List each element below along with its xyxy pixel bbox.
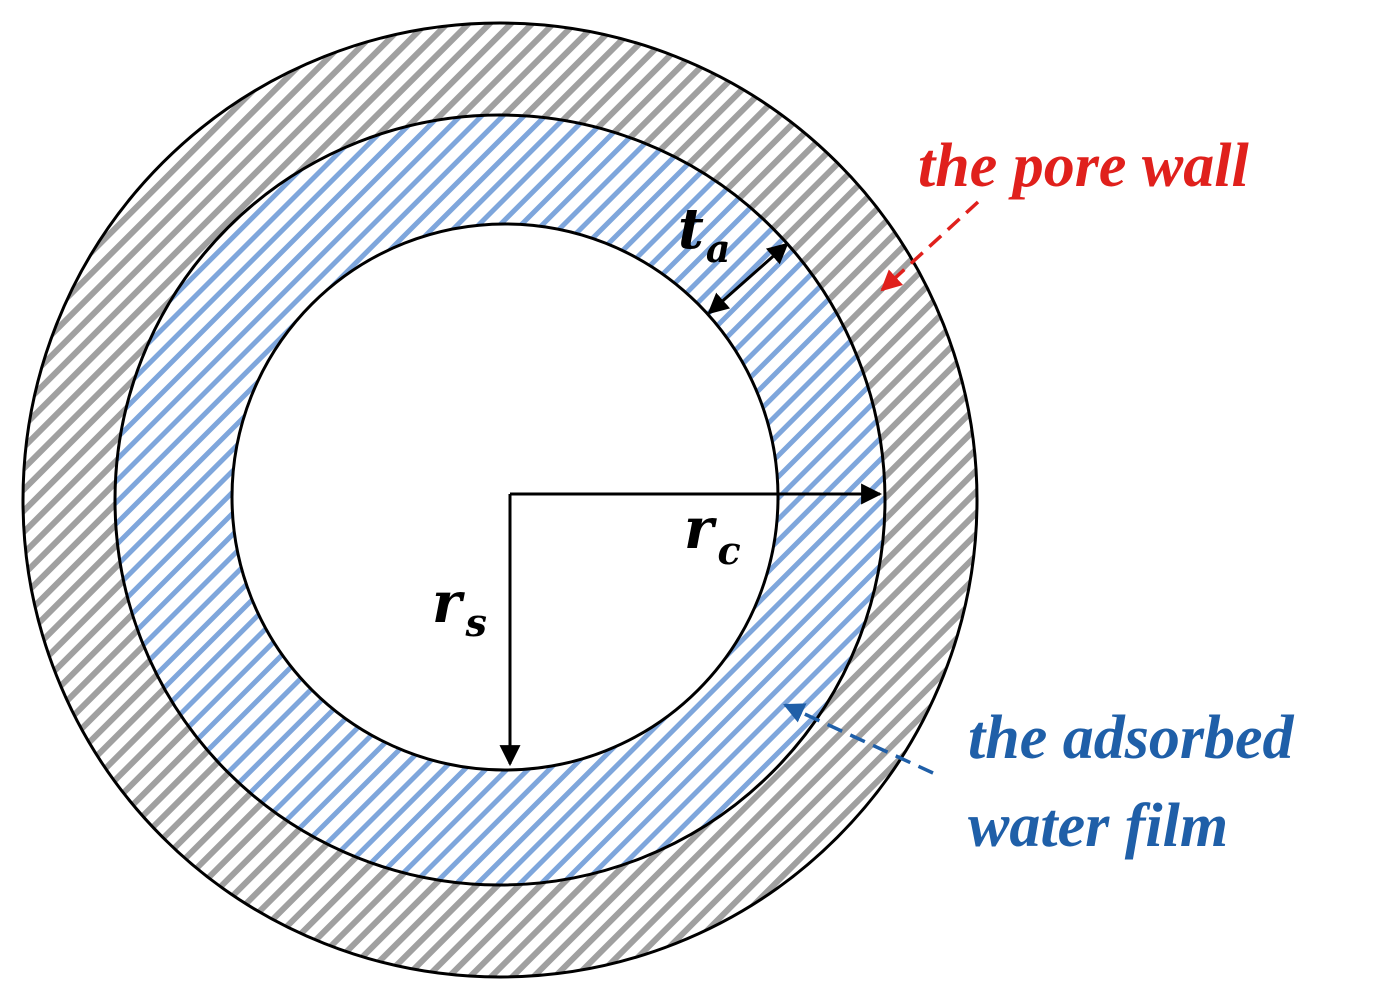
ta-main: t bbox=[678, 196, 704, 262]
rs-main: r bbox=[432, 570, 465, 636]
ta-arrow bbox=[707, 242, 789, 315]
rs-sub: s bbox=[465, 600, 487, 645]
ta-label: ta bbox=[678, 196, 731, 271]
water-film-label-line2: water film bbox=[968, 792, 1228, 860]
pore-space bbox=[230, 222, 780, 772]
ta-sub: a bbox=[706, 226, 731, 271]
water-film-label-line1: the adsorbed bbox=[968, 704, 1295, 772]
rc-main: r bbox=[684, 496, 717, 562]
pore-wall-leader bbox=[880, 200, 980, 292]
water-film-leader bbox=[783, 703, 934, 775]
pore-wall-label: the pore wall bbox=[918, 132, 1249, 200]
rc-sub: c bbox=[718, 528, 741, 573]
